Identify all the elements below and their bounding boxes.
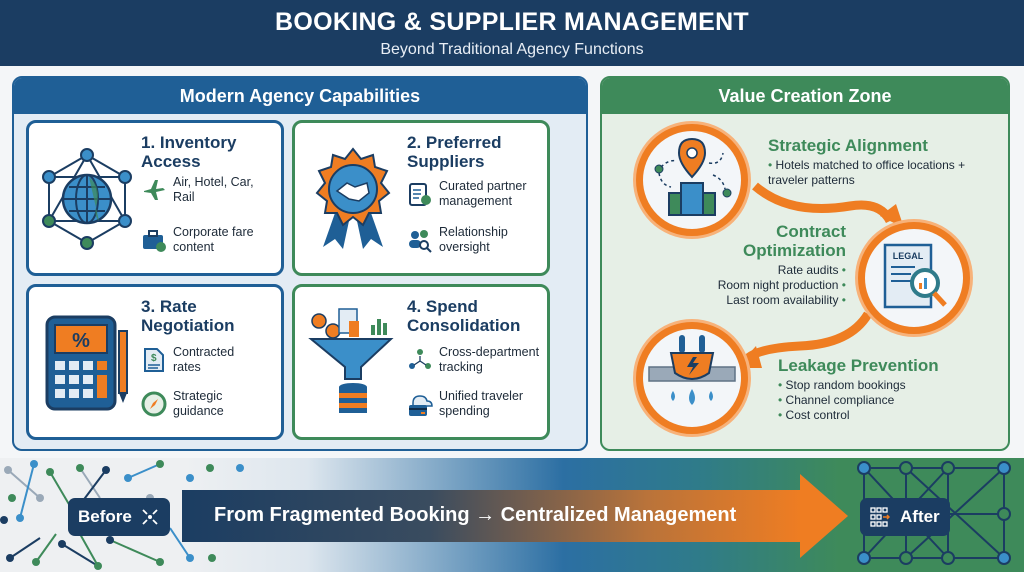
plug-pipe-leak-icon	[648, 335, 736, 405]
list-item: Unified traveler spending	[407, 389, 559, 419]
funnel-database-icon	[308, 308, 394, 413]
briefcase-discount-icon	[143, 230, 166, 252]
people-search-icon	[409, 230, 432, 253]
contract-optimization-bullets: Rate audits • Room night production • La…	[717, 263, 846, 307]
list-item: $ Contracted rates	[141, 345, 253, 375]
leakage-prevention-title: Leakage Prevention	[778, 356, 939, 375]
airplane-icon	[144, 180, 165, 200]
list-item: Corporate fare content	[141, 225, 281, 255]
globe-network-icon	[42, 148, 132, 250]
strategic-alignment-title: Strategic Alignment	[768, 136, 928, 155]
scatter-arrows-icon	[142, 509, 158, 525]
svg-text:$: $	[151, 353, 157, 364]
legal-document-magnifier-icon: LEGAL	[883, 243, 947, 309]
compass-icon	[141, 391, 167, 417]
after-badge: After	[860, 498, 950, 536]
header-banner: BOOKING & SUPPLIER MANAGEMENT Beyond Tra…	[0, 0, 1024, 66]
before-badge: Before	[68, 498, 170, 536]
list-item: Curated partner management	[407, 179, 549, 209]
location-building-icon	[654, 137, 732, 216]
dollar-document-icon: $	[144, 348, 164, 372]
list-item: Cross-department tracking	[407, 345, 559, 375]
plug-pipe-icon-circle	[636, 322, 748, 434]
cloud-card-icon	[409, 395, 433, 416]
list-item: Strategic guidance	[141, 389, 253, 419]
transformation-text: From Fragmented Booking → Centralized Ma…	[214, 504, 737, 526]
strategic-alignment-bullet: • Hotels matched to office locations + t…	[768, 158, 966, 187]
transformation-arrow	[182, 490, 802, 542]
grid-consolidate-icon	[870, 507, 891, 527]
location-building-icon-circle	[636, 124, 748, 236]
svg-text:LEGAL: LEGAL	[893, 251, 924, 261]
calculator-percent-icon: %	[45, 315, 128, 411]
team-network-icon	[409, 349, 431, 369]
list-item: Relationship oversight	[407, 225, 549, 255]
value-panel-title: Value Creation Zone	[602, 78, 1008, 114]
handshake-badge-icon	[315, 147, 391, 249]
page-title: BOOKING & SUPPLIER MANAGEMENT	[275, 8, 749, 36]
list-item: Air, Hotel, Car, Rail	[141, 175, 281, 205]
legal-document-icon-circle: LEGAL	[858, 222, 970, 334]
clipboard-check-icon	[409, 183, 431, 206]
svg-text:%: %	[72, 330, 90, 352]
arrow-head	[800, 474, 848, 558]
leakage-prevention-bullets: • Stop random bookings • Channel complia…	[778, 378, 906, 422]
page-subtitle: Beyond Traditional Agency Functions	[380, 41, 644, 58]
capabilities-panel-title: Modern Agency Capabilities	[14, 78, 586, 114]
